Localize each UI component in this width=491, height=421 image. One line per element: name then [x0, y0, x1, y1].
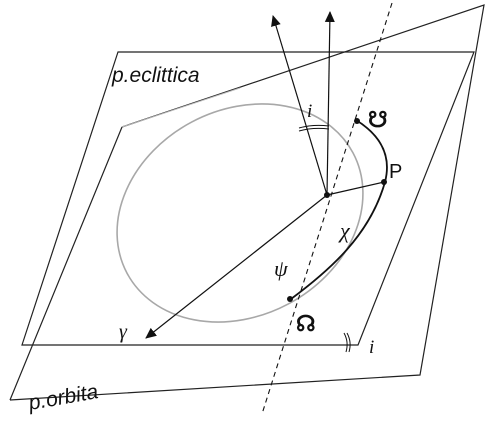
perihelion-label: P [389, 161, 402, 183]
vernal-direction-arrow [145, 194, 328, 339]
orbital-plane [9, 4, 485, 401]
inclination-bottom-label: i [369, 337, 374, 358]
angle-psi-label: ψ [274, 256, 288, 281]
orbit-ellipse [116, 103, 364, 323]
orbit-normal-arrow [271, 15, 328, 196]
ascending-node-point [287, 296, 293, 302]
ecliptic-plane-label: p.eclittica [111, 64, 200, 87]
ascending-node-label: ☊ [296, 311, 316, 336]
orbit-arc-visible [290, 119, 388, 300]
inclination-arc-top [298, 124, 330, 129]
inclination-arc-bottom [343, 332, 348, 353]
inclination-arc-bottom-inner [346, 332, 351, 353]
inclination-arc-top-inner [298, 127, 330, 132]
ecliptic-normal-arrow [324, 11, 335, 196]
orbital-plane-edge-hidden [121, 87, 241, 128]
orbital-plane-left-edge [9, 126, 123, 401]
vernal-point-label: γ [119, 321, 128, 343]
focus-point [324, 192, 330, 198]
angle-chi-label: χ [338, 218, 351, 243]
apsis-line [326, 181, 385, 196]
inclination-top-label: i [307, 101, 312, 122]
ecliptic-plane [21, 51, 475, 346]
orbit-plane-label: p.orbita [26, 380, 100, 415]
descending-node-label: ☋ [368, 107, 388, 132]
perihelion-point [381, 179, 387, 185]
descending-node-point [354, 118, 360, 124]
